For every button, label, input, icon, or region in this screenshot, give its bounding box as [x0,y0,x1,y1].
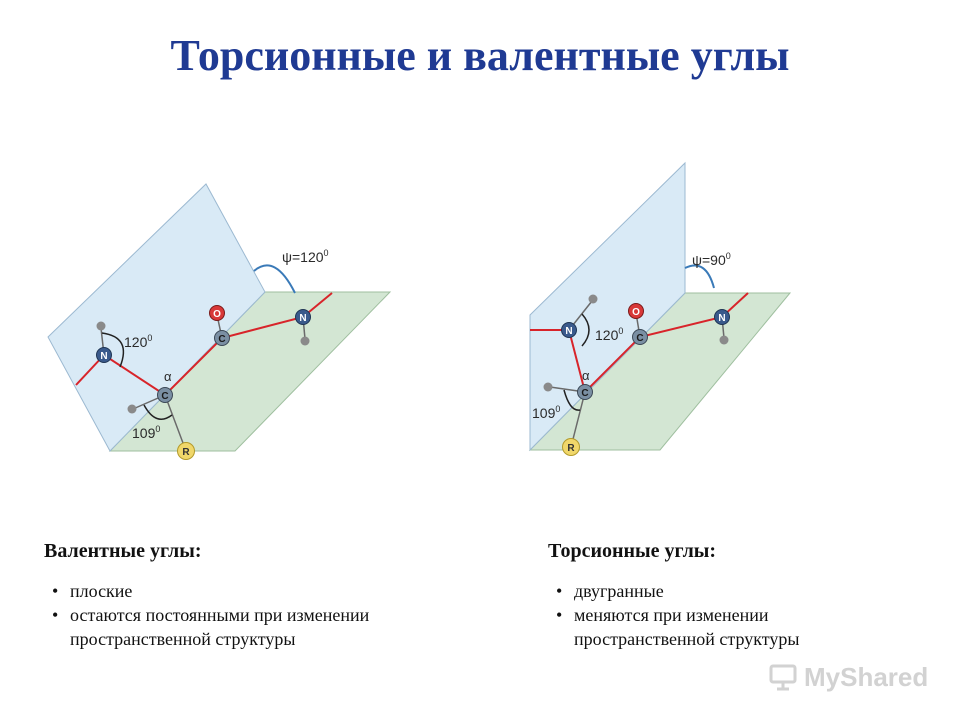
atom-n-left: N [96,347,112,363]
diagram-valence: N C C O N R ψ=1200 1200 1090 α [47,183,392,460]
angle-c-label: 1090 [132,424,160,441]
svg-text:C: C [218,334,225,345]
blue-plane [47,183,266,452]
angle-n-arc [101,332,125,368]
svg-text:R: R [182,447,190,458]
list-item: остаются постоянными при изменении прост… [44,603,464,651]
atom-c-alpha: C [577,384,593,400]
svg-text:C: C [161,391,168,402]
watermark: MyShared [768,656,938,698]
psi-angle-arc [253,264,296,294]
alpha-label: α [582,368,590,383]
psi-label: ψ=900 [692,251,731,268]
angle-n-label: 1200 [124,333,152,350]
hydrogen-atom [543,382,553,392]
torsion-section: Торсионные углы: двугранные меняются при… [548,540,908,651]
angle-c-label: 1090 [532,404,560,421]
diagram-torsion: N C C O N R ψ=900 1200 1090 α [528,161,792,456]
hydrogen-atom [719,335,729,345]
svg-text:C: C [581,388,588,399]
page-title: Торсионные и валентные углы [170,31,790,80]
valence-section: Валентные углы: плоские остаются постоян… [44,540,464,651]
svg-text:O: O [213,309,221,320]
hydrogen-atom [588,294,598,304]
atom-o: O [628,303,644,319]
psi-angle-arc [684,264,715,289]
valence-list: плоские остаются постоянными при изменен… [44,579,464,651]
blue-plane [529,161,686,452]
watermark-text: MyShared [804,661,929,692]
atom-n-right: N [714,309,730,325]
svg-text:N: N [718,313,725,324]
atom-c-alpha: C [157,387,173,403]
svg-text:O: O [632,307,640,318]
svg-text:C: C [636,333,643,344]
bond-c-r [570,391,586,448]
torsion-list: двугранные меняются при изменении простр… [548,579,908,651]
presentation-icon [769,664,797,691]
svg-text:R: R [567,443,575,454]
angle-n-label: 1200 [595,326,623,343]
atom-n-right: N [295,309,311,325]
alpha-label: α [164,369,172,384]
angle-c-arc [143,404,173,420]
hydrogen-atom [300,336,310,346]
torsion-heading: Торсионные углы: [548,540,717,562]
valence-heading: Валентные углы: [44,540,202,562]
hydrogen-atom [127,404,137,414]
list-item: меняются при изменении пространственной … [548,603,908,651]
svg-text:N: N [565,326,572,337]
atom-n-left: N [561,322,577,338]
svg-text:N: N [100,351,107,362]
list-item: двугранные [548,579,908,603]
atom-r: R [562,438,580,456]
atom-r: R [177,442,195,460]
svg-text:N: N [299,313,306,324]
hydrogen-atom [96,321,106,331]
atom-c-carbonyl: C [632,329,648,345]
angle-n-arc [581,313,590,347]
atom-c-carbonyl: C [214,330,230,346]
atom-o: O [209,305,225,321]
list-item: плоские [44,579,464,603]
bond-c-r [164,394,187,452]
psi-label: ψ=1200 [282,248,329,265]
angle-c-arc [563,389,581,411]
